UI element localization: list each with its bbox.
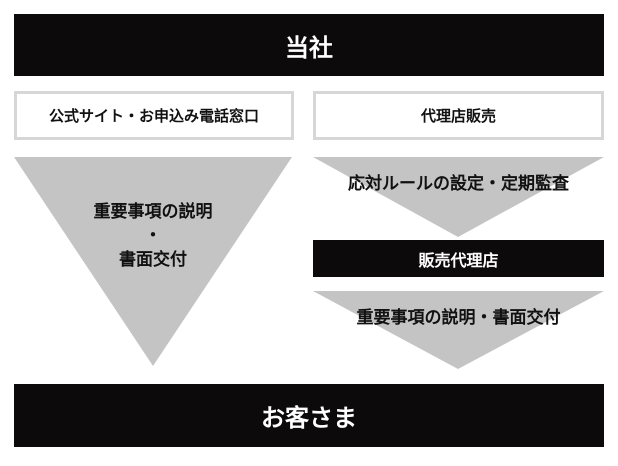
explain-text: 重要事項の説明・書面交付 [313,306,604,330]
direct-channel-box: 公式サイト・お申込み電話窓口 [14,91,294,140]
direct-channel-label: 公式サイト・お申込み電話窓口 [48,107,259,125]
left-flow-text: 重要事項の説明 ・ 書面交付 [54,200,252,272]
agency-channel-box: 代理店販売 [313,91,604,140]
company-label: 当社 [285,33,333,62]
left-flow-line3: 書面交付 [119,250,187,270]
sales-agent-label: 販売代理店 [418,250,499,270]
rules-text: 応対ルールの設定・定期監査 [313,172,604,196]
sales-agent-bar: 販売代理店 [313,240,604,277]
left-flow-line1: 重要事項の説明 [93,202,213,222]
left-down-triangle [14,157,292,366]
company-bar: 当社 [14,14,604,76]
agency-channel-label: 代理店販売 [420,107,496,125]
left-flow-line2: ・ [144,226,162,246]
customer-label: お客さま [261,404,357,432]
explain-label: 重要事項の説明・書面交付 [356,308,561,328]
right-upper-triangle [313,157,604,237]
rules-label: 応対ルールの設定・定期監査 [348,174,569,194]
right-lower-triangle [313,291,604,369]
customer-bar: お客さま [14,384,604,447]
